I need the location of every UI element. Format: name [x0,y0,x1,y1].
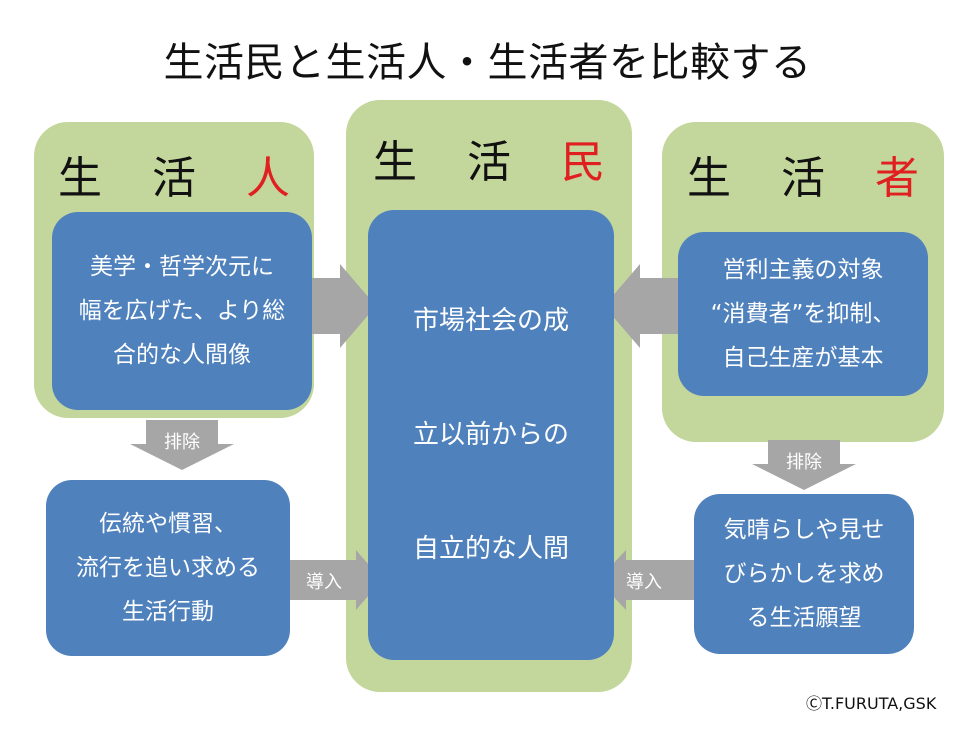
center-heading: 生 活 民 [346,126,632,190]
left-heading-accent: 人 [245,153,290,204]
right-down-arrow [752,440,856,490]
left-heading-base: 生 活 [58,153,246,204]
center-heading-accent: 民 [560,137,605,188]
left-to-center-arrow [300,264,376,348]
right-heading: 生 活 者 [662,142,944,206]
page-title: 生活民と生活人・生活者を比較する [163,40,812,86]
left-bottom-to-center-arrow [290,550,382,610]
left-introduce-label: 導入 [306,572,342,593]
left-exclude-label: 排除 [164,432,200,453]
right-bottom-to-center-arrow [598,550,694,610]
left-heading: 生 活 人 [34,142,314,206]
center-heading-base: 生 活 [373,137,561,188]
left-down-arrow [130,420,234,470]
left-top-box: 美学・哲学次元に 幅を広げた、より総 合的な人間像 [52,212,312,410]
right-exclude-label: 排除 [786,452,822,473]
right-bottom-box: 気晴らしや見せ びらかしを求め る生活願望 [694,494,914,654]
right-introduce-label: 導入 [626,572,662,593]
left-bottom-box: 伝統や慣習、 流行を追い求める 生活行動 [46,480,290,656]
right-heading-base: 生 活 [687,153,875,204]
center-box: 市場社会の成 立以前からの 自立的な人間 [368,210,614,660]
right-heading-accent: 者 [874,153,919,204]
right-to-center-arrow [604,264,680,348]
right-top-box: 営利主義の対象 “消費者”を抑制、 自己生産が基本 [678,232,928,396]
copyright-text: ⒸT.FURUTA,GSK [806,694,937,713]
